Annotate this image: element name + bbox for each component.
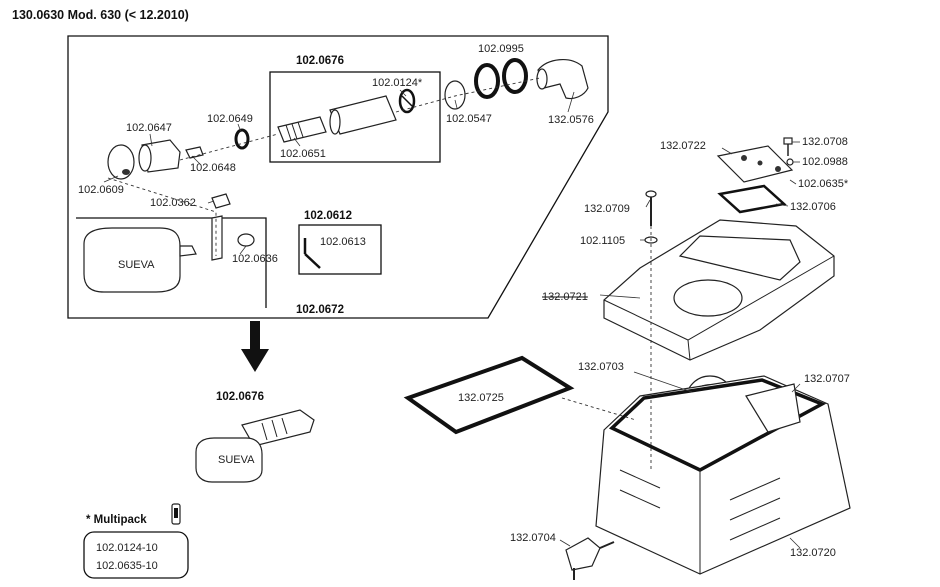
screw-0708-part <box>783 137 793 145</box>
end-cap-hole <box>122 169 130 175</box>
part-label-0722: 132.0722 <box>660 140 706 152</box>
down-arrow-shaft <box>250 321 260 351</box>
clamp-part <box>211 215 223 261</box>
part-label-0547: 102.0547 <box>446 113 492 125</box>
long-screw-head <box>645 190 657 198</box>
part-label-0647: 102.0647 <box>126 122 172 134</box>
lid-opening <box>673 279 743 317</box>
part-label-0635: 102.0635* <box>798 178 849 190</box>
diagram-title: 130.0630 Mod. 630 (< 12.2010) <box>12 8 189 22</box>
elbow-end <box>536 68 548 90</box>
connector-part <box>565 537 601 571</box>
part-label-0636: 102.0636 <box>232 253 278 265</box>
screw-part <box>211 193 231 209</box>
flange-ring-part-2 <box>502 58 528 94</box>
group-label-0672: 102.0672 <box>296 304 344 316</box>
part-label-0995: 102.0995 <box>478 43 524 55</box>
part-label-0648: 102.0648 <box>190 162 236 174</box>
part-label-0704: 132.0704 <box>510 532 556 544</box>
part-label-0709: 132.0709 <box>584 203 630 215</box>
part-label-0649: 102.0649 <box>207 113 253 125</box>
part-label-0706: 132.0706 <box>790 201 836 213</box>
brand-label: SUEVA <box>118 259 155 271</box>
housing-tube-part <box>329 95 397 135</box>
part-label-0613: 102.0613 <box>320 236 366 248</box>
valve-bracket-part <box>745 383 801 433</box>
group-label-0612: 102.0612 <box>304 210 352 222</box>
part-label-0651: 102.0651 <box>280 148 326 160</box>
end-cap-part <box>107 144 135 180</box>
group-box-0676 <box>269 71 441 163</box>
clamp-ring <box>237 233 255 247</box>
coupling-end <box>138 144 152 172</box>
group-box-0612 <box>298 224 382 275</box>
part-label-0721: 132.0721 <box>542 291 588 303</box>
assembly-brand-label: SUEVA <box>218 454 255 466</box>
group-label-0676-assembly: 102.0676 <box>216 391 264 403</box>
multipack-box <box>83 531 189 579</box>
leader-lines <box>103 89 801 549</box>
nozzle-part <box>277 116 327 143</box>
nut-part <box>786 158 794 166</box>
motor-housing-part <box>83 227 181 293</box>
disc-part <box>444 80 466 110</box>
part-label-0720: 132.0720 <box>790 547 836 559</box>
plate-part <box>716 145 794 183</box>
part-label-0708: 132.0708 <box>802 136 848 148</box>
motor-connector <box>179 245 197 257</box>
group-label-0676: 102.0676 <box>296 55 344 67</box>
large-gasket-part <box>403 355 575 435</box>
multipack-item: 102.0124-10 <box>96 542 158 554</box>
part-label-0703: 132.0703 <box>578 361 624 373</box>
part-label-1105: 102.1105 <box>580 235 625 247</box>
down-arrow-head <box>241 349 269 372</box>
elbow-part <box>537 59 589 100</box>
group-box-0672 <box>76 217 267 308</box>
lid-gasket-part <box>717 184 787 214</box>
part-label-0362: 102.0362 <box>150 197 196 209</box>
flange-ring-part <box>474 63 500 99</box>
oring-part <box>234 128 250 150</box>
part-label-0124: 102.0124* <box>372 77 423 89</box>
part-label-0725: 132.0725 <box>458 392 504 404</box>
multipack-label: * Multipack <box>86 514 147 526</box>
part-label-0988: 102.0988 <box>802 156 848 168</box>
housing-tube-end <box>329 109 341 135</box>
multipack-item: 102.0635-10 <box>96 560 158 572</box>
part-label-0609: 102.0609 <box>78 184 124 196</box>
assembly-motor-part <box>195 437 263 483</box>
callout-frame <box>67 35 609 319</box>
part-label-0707: 132.0707 <box>804 373 850 385</box>
part-label-0576: 132.0576 <box>548 114 594 126</box>
lid-top-panel <box>678 235 801 281</box>
